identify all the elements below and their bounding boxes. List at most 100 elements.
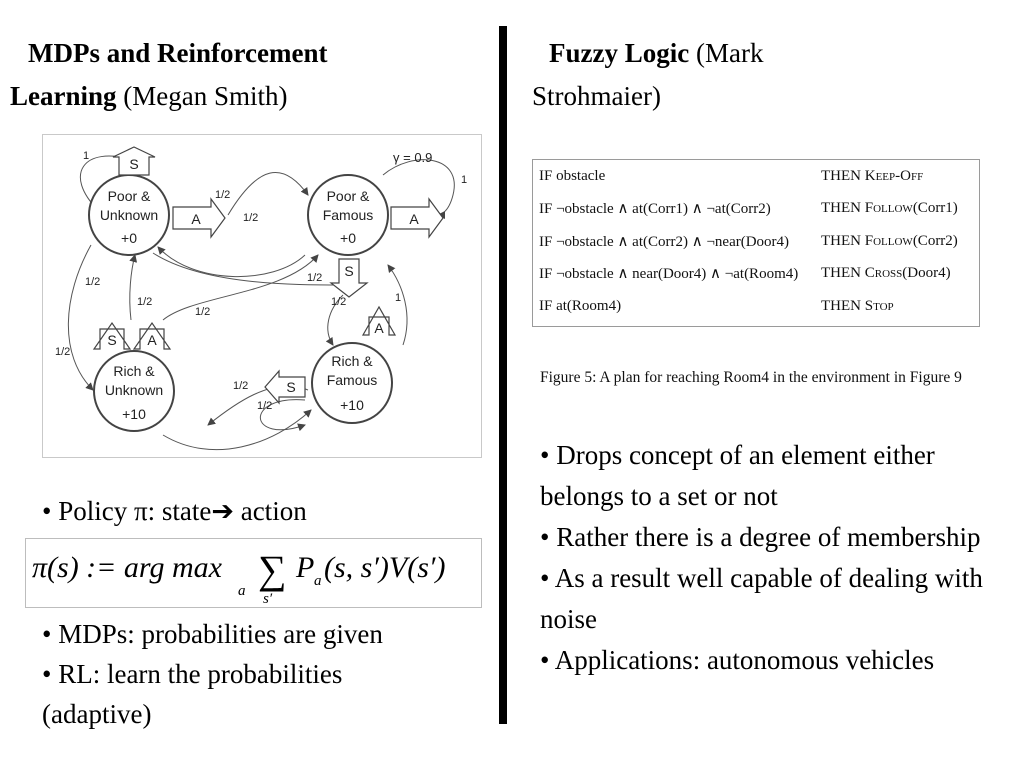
state-pu-reward: +0 — [121, 230, 137, 246]
prob-label: 1/2 — [233, 380, 248, 392]
rule-table: IF obstacle THEN Keep-Off IF ¬obstacle ∧… — [533, 160, 964, 323]
policy-bullet: • Policy π: state➔ action — [42, 491, 307, 531]
table-row: IF ¬obstacle ∧ at(Corr1) ∧ ¬at(Corr2) TH… — [533, 193, 964, 226]
policy-formula: π(s) := arg max a ∑ s′ P a (s, s′)V(s′) — [25, 538, 482, 608]
state-pu-line1: Poor & — [108, 188, 151, 204]
left-section-title: MDPs and Reinforcement — [28, 36, 327, 70]
edge-self-loop-poor-famous — [382, 159, 455, 219]
formula-lhs: π(s) := arg max — [32, 551, 223, 584]
prob-label: 1/2 — [195, 306, 210, 318]
bullet-item: • Rather there is a degree of membership — [540, 522, 981, 552]
prob-label: 1/2 — [307, 272, 322, 284]
rule-action: THEN Stop — [821, 297, 894, 314]
action-save-pf-shape — [329, 258, 369, 298]
action-save-pf-label: S — [344, 263, 353, 279]
prob-label: 1 — [461, 174, 467, 186]
mdp-state-diagram: Poor & Unknown +0 Poor & Famous +0 Rich … — [42, 134, 482, 458]
figure-caption: Figure 5: A plan for reaching Room4 in t… — [540, 369, 962, 386]
action-save-ru-shape — [92, 321, 132, 350]
rule-action: THEN Follow(Corr1) — [821, 200, 958, 217]
prob-label: 1/2 — [137, 296, 152, 308]
state-ru-line2: Unknown — [105, 382, 163, 398]
bullet-item: • RL: learn the probabilities — [42, 659, 343, 689]
rule-condition: IF ¬obstacle ∧ near(Door4) ∧ ¬at(Room4) — [539, 266, 799, 283]
gamma-label: γ = 0.9 — [393, 150, 432, 165]
edge-self-loop-rich-famous — [259, 399, 306, 432]
edge-pf-to-rf — [325, 294, 344, 346]
state-ru-reward: +10 — [122, 406, 146, 422]
state-rf-line2: Famous — [327, 372, 378, 388]
rule-action: THEN Keep-Off — [821, 167, 924, 184]
edge-ru-to-pu — [129, 254, 138, 321]
bullet-item: (adaptive) — [42, 699, 152, 729]
column-divider — [499, 26, 507, 724]
left-title-bold-1: MDPs and Reinforcement — [28, 38, 328, 68]
prob-label: 1 — [395, 292, 401, 304]
edge-rf-to-pf — [387, 264, 408, 346]
action-save-rf-label: S — [286, 379, 295, 395]
edge-line-pu-right — [152, 252, 344, 286]
prob-label: 1/2 — [215, 189, 230, 201]
right-title-author-2: Strohmaier) — [532, 81, 661, 111]
edge-pf-to-pu — [157, 246, 306, 277]
fuzzy-bullet-list: • Drops concept of an element either bel… — [540, 435, 1010, 681]
left-title-bold-2: Learning — [10, 81, 117, 111]
prob-label: 1/2 — [243, 212, 258, 224]
prob-label: 1/2 — [257, 400, 272, 412]
table-row: IF ¬obstacle ∧ near(Door4) ∧ ¬at(Room4) … — [533, 258, 964, 291]
formula-rhs: (s, s′)V(s′) — [324, 551, 445, 584]
prob-label: 1/2 — [331, 296, 346, 308]
action-advertise-pu-shape — [172, 197, 226, 239]
action-advertise-pu-label: A — [191, 211, 201, 227]
edge-pu-to-ru-left — [67, 244, 94, 391]
right-title-author-1: (Mark — [689, 38, 764, 68]
formula-p: P — [295, 551, 314, 584]
policy-suffix: action — [233, 496, 307, 526]
state-rf-reward: +10 — [340, 397, 364, 413]
policy-prefix: • Policy — [42, 496, 134, 526]
formula-p-subscript: a — [314, 573, 322, 589]
action-advertise-ru-label: A — [147, 332, 157, 348]
table-row: IF obstacle THEN Keep-Off — [533, 160, 964, 193]
state-pf-line2: Famous — [323, 207, 374, 223]
formula-sum-symbol: ∑ — [258, 547, 287, 592]
bullet-item: • As a result well capable of dealing wi… — [540, 563, 983, 634]
bullet-item: • MDPs: probabilities are given — [42, 619, 383, 649]
right-arrow-icon: ➔ — [211, 496, 234, 526]
prob-label: 1 — [83, 150, 89, 162]
rule-action: THEN Cross(Door4) — [821, 265, 951, 282]
action-advertise-ru-shape — [132, 321, 172, 350]
action-advertise-pf-label: A — [409, 211, 419, 227]
state-ru-line1: Rich & — [113, 363, 155, 379]
edge-ru-to-pf — [162, 254, 319, 321]
policy-mid: : state — [147, 496, 212, 526]
rule-action: THEN Follow(Corr2) — [821, 232, 958, 249]
bullet-item: • Applications: autonomous vehicles — [540, 645, 935, 675]
action-advertise-rf-shape — [361, 305, 397, 336]
state-rich-famous — [311, 342, 393, 424]
state-rf-line1: Rich & — [331, 353, 373, 369]
mdp-bullet-list: • MDPs: probabilities are given • RL: le… — [42, 614, 383, 734]
action-save-pu-shape — [112, 146, 156, 176]
prob-label: 1/2 — [85, 276, 100, 288]
state-rich-unknown — [93, 350, 175, 432]
rule-condition: IF ¬obstacle ∧ at(Corr2) ∧ ¬near(Door4) — [539, 233, 790, 250]
right-section-title: Fuzzy Logic (Mark — [549, 36, 763, 70]
edge-pu-to-pf — [227, 171, 309, 216]
action-advertise-pf-shape — [390, 197, 444, 239]
rule-condition: IF at(Room4) — [539, 297, 622, 314]
formula-sum-subscript: s′ — [263, 591, 273, 607]
state-pf-line1: Poor & — [327, 188, 370, 204]
action-save-pu-label: S — [129, 156, 138, 172]
fuzzy-rule-table: IF obstacle THEN Keep-Off IF ¬obstacle ∧… — [532, 159, 980, 327]
table-row: IF at(Room4) THEN Stop — [533, 290, 964, 323]
rule-condition: IF ¬obstacle ∧ at(Corr1) ∧ ¬at(Corr2) — [539, 201, 771, 218]
left-section-title-line2: Learning (Megan Smith) — [10, 79, 288, 113]
action-advertise-rf-label: A — [374, 320, 384, 336]
state-poor-famous — [307, 174, 389, 256]
formula-argmax-subscript: a — [238, 583, 246, 599]
prob-label: 1/2 — [55, 346, 70, 358]
left-title-author: (Megan Smith) — [116, 81, 288, 111]
right-title-bold: Fuzzy Logic — [549, 38, 690, 68]
rule-condition: IF obstacle — [539, 167, 606, 184]
